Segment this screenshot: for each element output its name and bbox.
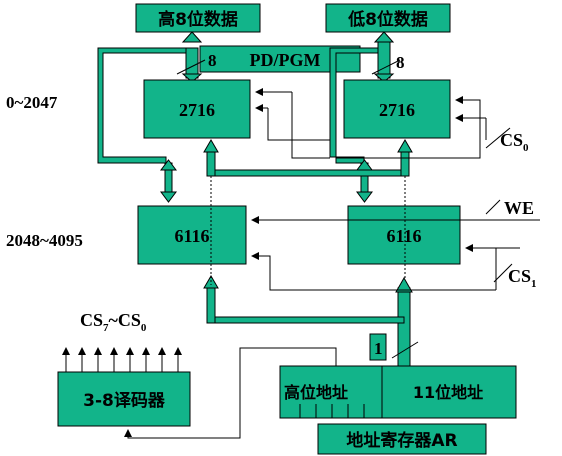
low-data-label-bg bbox=[325, 3, 451, 33]
chip-2716-right bbox=[343, 79, 451, 139]
width-tick-left bbox=[176, 59, 206, 75]
chip-2716-right-label: 2716 bbox=[379, 100, 415, 120]
pdpgm-line-down bbox=[291, 92, 330, 159]
we-label: WE bbox=[504, 198, 534, 218]
cs-line-left-2716-b bbox=[267, 108, 330, 141]
chip-6116-right-label: 6116 bbox=[386, 226, 421, 246]
high-addr-label: 高位地址 bbox=[284, 383, 348, 402]
cs1-label: CS1 bbox=[508, 266, 537, 290]
ar-label-bg bbox=[317, 423, 487, 455]
addr-11-label: 11位地址 bbox=[413, 383, 483, 402]
low-data-bus bbox=[329, 31, 395, 203]
width-8-left: 8 bbox=[208, 51, 217, 70]
cs-range-label: CS7~CS0 bbox=[80, 310, 147, 334]
cs0-label: CS0 bbox=[500, 130, 529, 154]
chip-2716-left-label: 2716 bbox=[179, 100, 215, 120]
width-tick-right bbox=[371, 59, 401, 75]
range-top-label: 0~2047 bbox=[6, 93, 58, 112]
address-register bbox=[279, 365, 517, 419]
decoder-label: 3-8译码器 bbox=[83, 391, 166, 411]
cs1-line-left bbox=[251, 252, 496, 291]
decoder-box bbox=[57, 371, 191, 427]
decoder-outputs bbox=[62, 347, 182, 372]
range-bottom-label: 2048~4095 bbox=[6, 231, 83, 250]
high-data-bus bbox=[97, 31, 203, 203]
pd-pgm-label: PD/PGM bbox=[250, 50, 321, 70]
one-bit-bg bbox=[369, 333, 387, 361]
chip-6116-right bbox=[347, 205, 461, 265]
width-8-right: 8 bbox=[396, 53, 405, 72]
we-tick bbox=[485, 199, 501, 215]
pdpgm-line-right bbox=[336, 96, 481, 159]
chip-6116-left-label: 6116 bbox=[174, 226, 209, 246]
decoder-input-line bbox=[124, 347, 337, 439]
ar-label: 地址寄存器AR bbox=[346, 430, 457, 451]
chip-6116-left bbox=[137, 205, 247, 265]
cs0-tick bbox=[485, 127, 511, 149]
low-data-label: 低8位数据 bbox=[347, 9, 428, 30]
high-addr-ticks bbox=[299, 404, 365, 418]
one-bit-tick bbox=[391, 341, 419, 359]
high-data-label-bg bbox=[135, 3, 261, 33]
high-data-label: 高8位数据 bbox=[158, 9, 238, 30]
one-bit-label: 1 bbox=[374, 339, 383, 358]
address-bus bbox=[203, 139, 413, 367]
cs1-tick bbox=[493, 263, 513, 283]
chip-2716-left bbox=[143, 79, 251, 139]
